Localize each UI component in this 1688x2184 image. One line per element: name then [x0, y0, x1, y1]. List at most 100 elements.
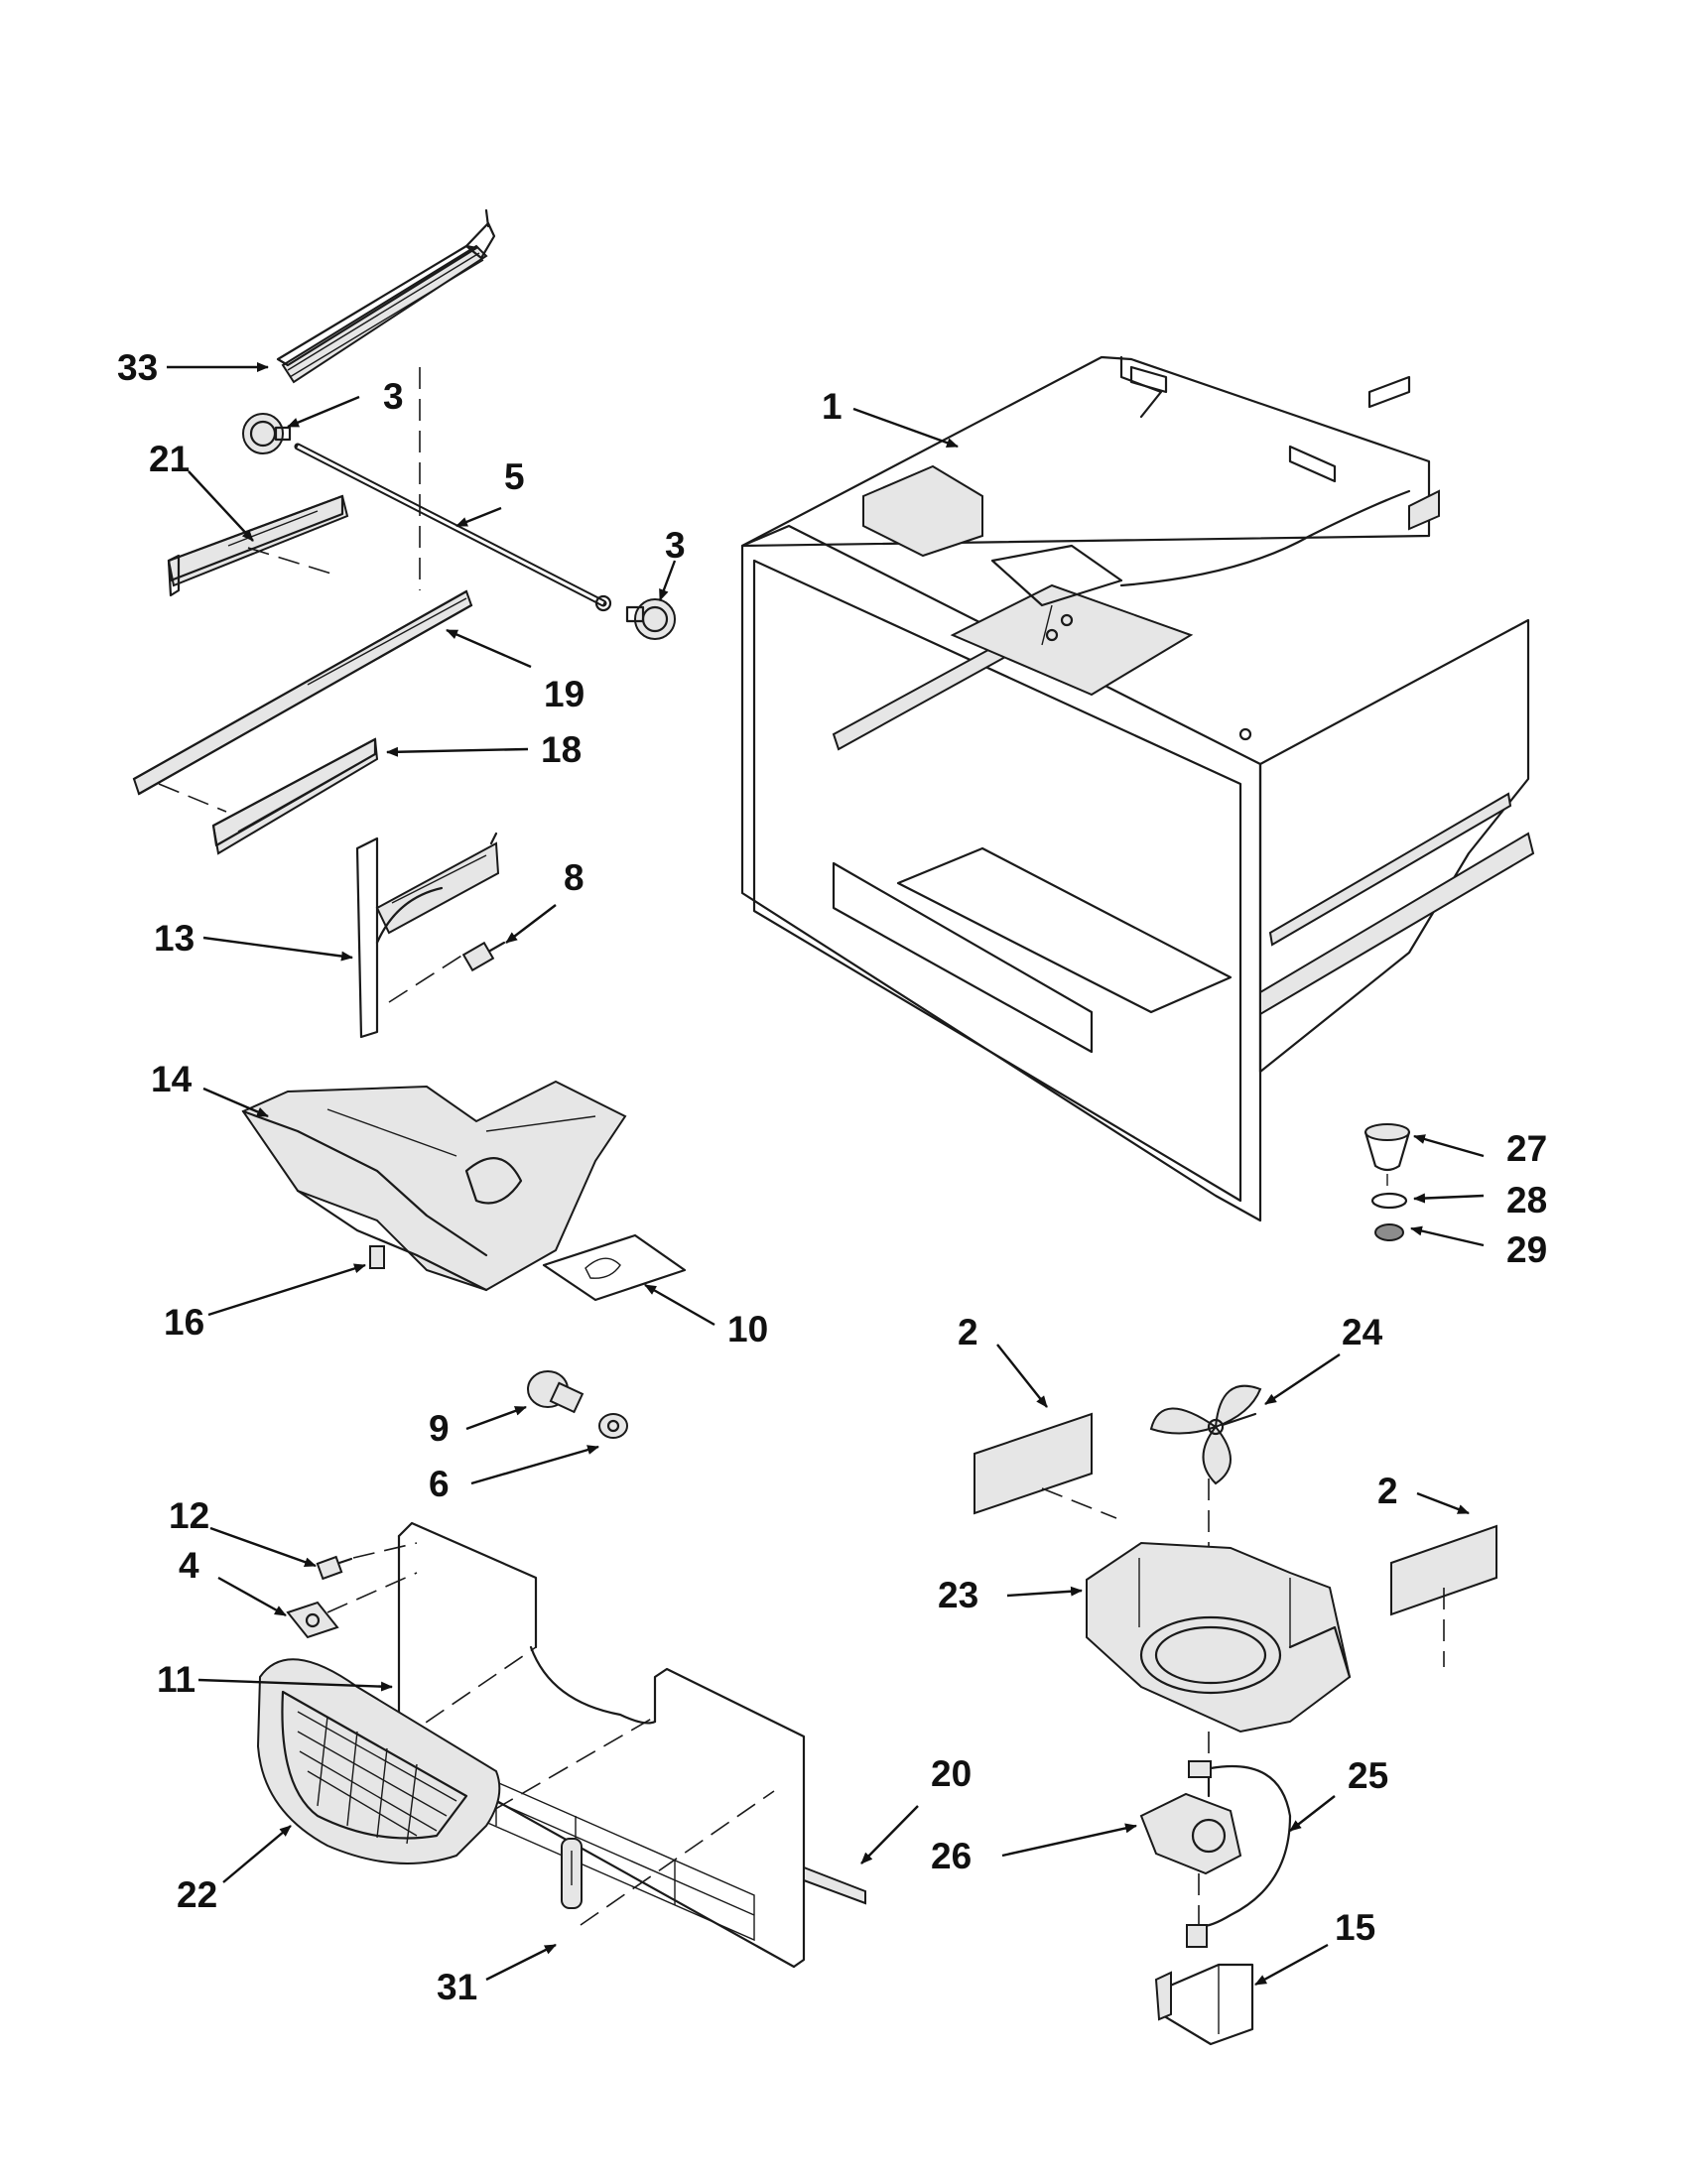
part-28-ring [1370, 1192, 1408, 1210]
leader-25 [1289, 1795, 1336, 1832]
callout-23: 23 [938, 1575, 978, 1615]
callout-6: 6 [429, 1464, 450, 1504]
callout-33: 33 [117, 347, 158, 388]
callout-4: 4 [179, 1545, 199, 1586]
callout-5: 5 [504, 456, 525, 497]
part-23-shroud [1086, 1541, 1352, 1734]
leader-11 [197, 1678, 393, 1692]
part-19-slide-rail [132, 589, 473, 796]
part-26-fan-motor [1139, 1760, 1242, 1875]
part-33-rail [276, 208, 496, 384]
leader-12 [209, 1526, 317, 1568]
part-15-bracket [1154, 1924, 1254, 2046]
leader-8 [505, 904, 557, 944]
part-1-liner [740, 355, 1535, 1222]
alignment-line-4 [326, 1572, 418, 1613]
leader-21 [188, 470, 254, 542]
callout-27: 27 [1506, 1128, 1547, 1169]
leader-23 [1006, 1586, 1083, 1598]
leader-19 [446, 628, 532, 669]
callout-10: 10 [727, 1309, 768, 1349]
part-3-gear-left [242, 413, 292, 454]
part-18-rail-guide [211, 737, 379, 855]
alignment-line-13 [388, 952, 467, 1003]
leader-6 [470, 1445, 599, 1485]
callout-16: 16 [164, 1302, 204, 1343]
leader-18 [386, 746, 529, 757]
callout-14: 14 [151, 1059, 193, 1099]
leader-1 [852, 407, 959, 449]
callout-31: 31 [437, 1967, 477, 2007]
leader-3a [287, 395, 360, 429]
part-29-plug [1374, 1223, 1404, 1241]
callout-15: 15 [1335, 1907, 1375, 1948]
callout-1: 1 [822, 386, 843, 427]
leader-20 [860, 1805, 919, 1864]
callout-3-upper: 3 [383, 376, 404, 417]
part-25-wire [1194, 1764, 1292, 1928]
part-21-bracket [167, 494, 349, 597]
alignment-line-19 [158, 783, 227, 813]
callout-28: 28 [1506, 1180, 1547, 1220]
leader-24 [1264, 1353, 1341, 1405]
callout-20: 20 [931, 1753, 972, 1794]
callout-13: 13 [154, 918, 195, 959]
callout-2-right: 2 [1377, 1471, 1398, 1511]
leader-26 [1001, 1823, 1137, 1858]
part-2-block-right [1390, 1524, 1497, 1616]
part-12-screw [316, 1555, 353, 1581]
part-24-fan-blade [1149, 1384, 1262, 1485]
leader-22 [222, 1825, 292, 1883]
part-14-tray [241, 1080, 627, 1292]
leader-3b [658, 560, 677, 601]
leader-28 [1413, 1193, 1485, 1204]
callout-26: 26 [931, 1836, 972, 1876]
callout-18: 18 [541, 729, 582, 770]
callout-labels: 33 3 1 21 5 3 19 18 8 13 14 27 28 29 16 … [117, 347, 1547, 2007]
part-16-clip [369, 1245, 385, 1269]
part-31-thermistor [561, 1838, 583, 1909]
callout-21: 21 [149, 439, 190, 479]
leader-4 [217, 1576, 287, 1617]
callout-12: 12 [169, 1495, 209, 1536]
callout-2-left: 2 [958, 1312, 978, 1352]
part-22-grille [256, 1658, 501, 1864]
alignment-line-11-c [580, 1790, 775, 1926]
leader-13 [202, 936, 353, 962]
part-6-socket [598, 1413, 628, 1439]
callout-19: 19 [544, 674, 584, 714]
part-2-block-left [974, 1412, 1093, 1515]
leader-2a [996, 1344, 1048, 1408]
part-20-strip [803, 1865, 866, 1905]
leader-9 [465, 1405, 527, 1431]
callout-8: 8 [564, 857, 584, 898]
alignment-line-11-b [465, 1716, 656, 1827]
callout-9: 9 [429, 1408, 450, 1449]
callout-11: 11 [157, 1659, 195, 1700]
callout-29: 29 [1506, 1229, 1547, 1270]
leader-15 [1254, 1943, 1329, 1987]
leader-14 [202, 1087, 269, 1118]
callout-24: 24 [1342, 1312, 1383, 1352]
leader-2b [1416, 1491, 1470, 1515]
leader-16 [207, 1263, 366, 1317]
part-3-gear-right [625, 598, 676, 640]
leader-29 [1410, 1225, 1485, 1247]
part-11-panel [397, 1521, 806, 1969]
part-8-screw [461, 941, 506, 972]
part-13-side-bracket [355, 832, 500, 1039]
callout-25: 25 [1348, 1755, 1388, 1796]
leader-31 [485, 1943, 557, 1982]
alignment-line-21 [247, 547, 338, 577]
alignment-line-12 [352, 1542, 418, 1559]
callout-22: 22 [177, 1874, 217, 1915]
part-9-lamp [527, 1370, 584, 1414]
part-27-funnel [1363, 1123, 1411, 1186]
leader-lines [167, 362, 1485, 1987]
leader-10 [644, 1283, 715, 1327]
part-5-rod [294, 443, 612, 612]
part-10-gasket [542, 1233, 687, 1302]
leader-5 [455, 506, 502, 528]
callout-3-lower: 3 [665, 525, 686, 566]
